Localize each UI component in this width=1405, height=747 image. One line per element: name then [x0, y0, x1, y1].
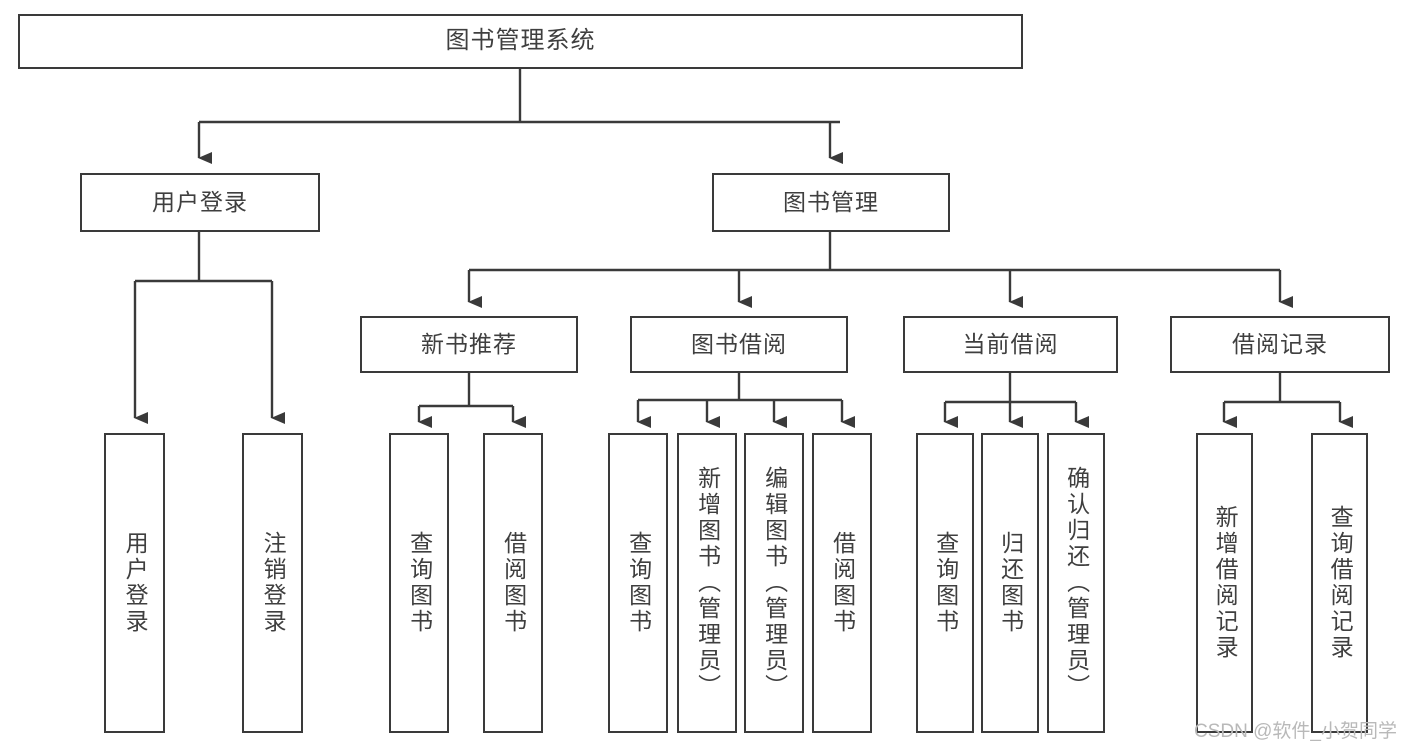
- leaf-label: 新增借阅记录: [1212, 505, 1239, 661]
- leaf-label: 归还图书: [997, 531, 1024, 635]
- leaf-label: 查询图书: [932, 531, 959, 635]
- leaf-label: 用户登录: [122, 531, 149, 635]
- node-user-login[interactable]: 用户登录: [80, 173, 320, 232]
- leaf-user-login-signout[interactable]: 注销登录: [242, 433, 303, 733]
- leaf-label: 借阅图书: [829, 531, 856, 635]
- leaf-new-book-borrow[interactable]: 借阅图书: [483, 433, 543, 733]
- leaf-borrow-record-add[interactable]: 新增借阅记录: [1196, 433, 1253, 733]
- leaf-book-borrow-edit[interactable]: 编辑图书（管理员）: [744, 433, 804, 733]
- node-book-management-label: 图书管理: [783, 188, 879, 215]
- leaf-label: 查询图书: [406, 531, 433, 635]
- node-new-book-recommend[interactable]: 新书推荐: [360, 316, 578, 373]
- leaf-label: 确认归还（管理员）: [1063, 466, 1090, 700]
- leaf-new-book-query[interactable]: 查询图书: [389, 433, 449, 733]
- node-borrow-record[interactable]: 借阅记录: [1170, 316, 1390, 373]
- watermark: CSDN @软件_小贺同学: [1194, 721, 1397, 742]
- node-new-book-recommend-label: 新书推荐: [421, 330, 517, 357]
- leaf-label: 注销登录: [260, 531, 287, 635]
- node-root-label: 图书管理系统: [445, 27, 596, 55]
- node-book-borrow[interactable]: 图书借阅: [630, 316, 848, 373]
- leaf-label: 编辑图书（管理员）: [761, 466, 788, 700]
- node-user-login-label: 用户登录: [152, 188, 248, 215]
- leaf-current-borrow-return[interactable]: 归还图书: [981, 433, 1039, 733]
- node-root[interactable]: 图书管理系统: [18, 14, 1023, 69]
- leaf-borrow-record-query[interactable]: 查询借阅记录: [1311, 433, 1368, 733]
- leaf-label: 查询借阅记录: [1327, 505, 1354, 661]
- leaf-book-borrow-add[interactable]: 新增图书（管理员）: [677, 433, 737, 733]
- leaf-current-borrow-confirm[interactable]: 确认归还（管理员）: [1047, 433, 1105, 733]
- leaf-label: 查询图书: [625, 531, 652, 635]
- node-current-borrow[interactable]: 当前借阅: [903, 316, 1118, 373]
- node-current-borrow-label: 当前借阅: [962, 330, 1059, 357]
- leaf-book-borrow-lend[interactable]: 借阅图书: [812, 433, 872, 733]
- node-borrow-record-label: 借阅记录: [1232, 330, 1328, 357]
- leaf-label: 新增图书（管理员）: [694, 466, 721, 700]
- leaf-current-borrow-query[interactable]: 查询图书: [916, 433, 974, 733]
- node-book-borrow-label: 图书借阅: [691, 330, 787, 357]
- leaf-label: 借阅图书: [500, 531, 527, 635]
- node-book-management[interactable]: 图书管理: [712, 173, 950, 232]
- leaf-user-login-signin[interactable]: 用户登录: [104, 433, 165, 733]
- leaf-book-borrow-query[interactable]: 查询图书: [608, 433, 668, 733]
